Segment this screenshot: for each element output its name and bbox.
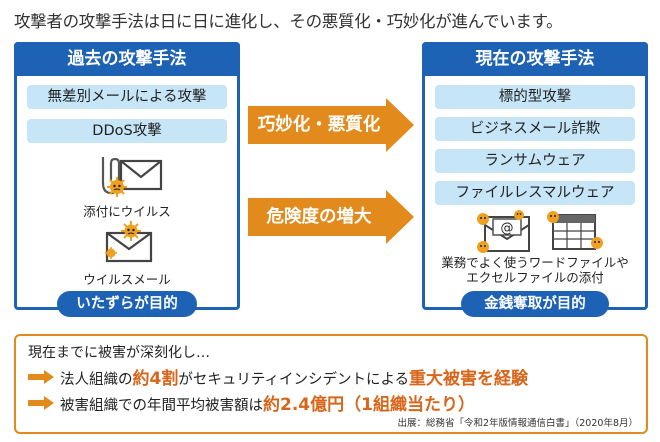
arrow-sophistication-label: 巧妙化・悪質化 [257, 115, 381, 135]
impact-line1-pre: 法人組織の [60, 372, 133, 388]
spreadsheet-file-icon [547, 211, 603, 250]
virus-mail-icon [105, 221, 153, 263]
virus-attachment-caption: 添付にウイルス [83, 204, 171, 219]
present-item-targeted-attack: 標的型攻撃 [435, 85, 635, 109]
svg-text:@: @ [501, 221, 514, 236]
arrow-sophistication: 巧妙化・悪質化 [248, 98, 416, 152]
orange-arrow-icon [28, 369, 54, 384]
office-file-caption: 業務でよく使うワードファイルや エクセルファイルの添付 [425, 255, 645, 285]
targeted-mail-icon: @ [477, 210, 530, 253]
impact-line2-highlight-amount: 約2.4億円（1組織当たり） [263, 395, 475, 415]
arrow-risk-increase-label: 危険度の増大 [266, 207, 372, 227]
impact-line1-highlight-damage: 重大被害を経験 [409, 369, 529, 389]
impact-line-incidents: 法人組織の 約4割 がセキュリティインシデントによる 重大被害を経験 [28, 364, 528, 389]
impact-intro: 現在までに被害が深刻化し… [28, 345, 210, 361]
past-attacks-panel: 過去の攻撃手法 無差別メールによる攻撃 DDoS攻撃 添付にウイルス ウイルスメ… [14, 42, 240, 317]
past-attacks-title: 過去の攻撃手法 [14, 42, 240, 76]
present-item-fileless-malware: ファイルレスマルウェア [435, 181, 635, 205]
office-file-caption-line1: 業務でよく使うワードファイルや [441, 255, 629, 270]
virus-mail-caption: ウイルスメール [83, 272, 171, 287]
source-citation: 出展：総務省「令和2年版情報通信白書」（2020年8月） [397, 418, 638, 429]
impact-box: 現在までに被害が深刻化し… 法人組織の 約4割 がセキュリティインシデントによる… [14, 334, 648, 434]
orange-arrow-icon [28, 395, 54, 410]
past-attacks-purpose: いたずらが目的 [57, 291, 197, 317]
headline: 攻撃者の攻撃手法は日に日に進化し、その悪質化・巧妙化が進んでいます。 [14, 12, 563, 31]
impact-line2-pre: 被害組織での年間平均被害額は [60, 398, 263, 414]
impact-line-cost: 被害組織での年間平均被害額は 約2.4億円（1組織当たり） [28, 390, 475, 415]
past-item-ddos: DDoS攻撃 [27, 119, 227, 143]
present-item-bec: ビジネスメール詐欺 [435, 117, 635, 141]
impact-line1-mid: がセキュリティインシデントによる [178, 372, 410, 388]
present-attacks-purpose: 金銭奪取が目的 [461, 291, 609, 317]
arrow-risk-increase: 危険度の増大 [248, 190, 416, 244]
present-item-ransomware: ランサムウェア [435, 149, 635, 173]
present-attacks-panel: 現在の攻撃手法 標的型攻撃 ビジネスメール詐欺 ランサムウェア ファイルレスマル… [422, 42, 648, 317]
right-arrow-icon [248, 190, 414, 244]
present-attacks-title: 現在の攻撃手法 [422, 42, 648, 76]
virus-attachment-icon [101, 157, 163, 197]
right-arrow-icon [248, 98, 414, 152]
office-file-caption-line2: エクセルファイルの添付 [466, 270, 604, 285]
past-item-spam-mail: 無差別メールによる攻撃 [27, 85, 227, 109]
impact-line1-highlight-share: 約4割 [132, 369, 179, 389]
